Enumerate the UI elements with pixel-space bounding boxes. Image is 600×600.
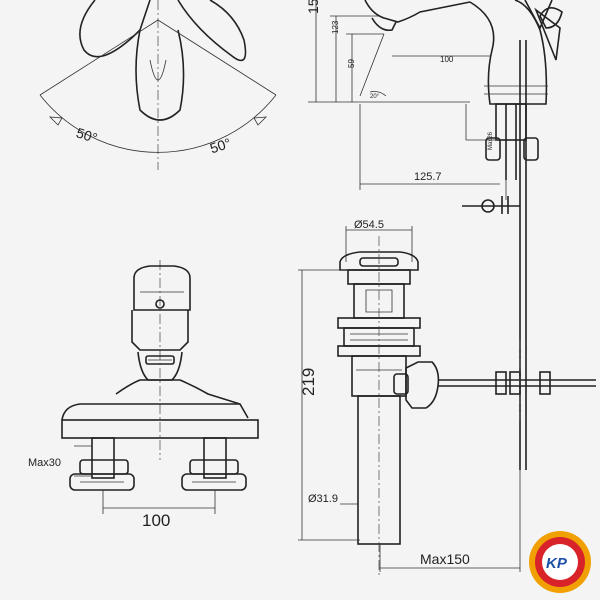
- spout-reach-label: 100: [440, 55, 454, 64]
- height-150-label: 150: [305, 0, 321, 14]
- drain-length-label: 219: [299, 368, 318, 396]
- pop-diameter-label: Ø54.5: [354, 219, 384, 231]
- reach-125-label: 125.7: [414, 171, 442, 183]
- faucet-front-view: [61, 260, 259, 514]
- max150-label: Max150: [420, 551, 470, 567]
- angle-right-label: 50°: [208, 135, 233, 157]
- height-59-label: 59: [347, 59, 356, 68]
- angle-20-label: 20°: [370, 94, 380, 100]
- max26-label: Max26: [488, 131, 494, 150]
- logo-text: KP: [546, 555, 568, 572]
- faucet-side-view: [308, 0, 563, 200]
- handle-top-view: [39, 0, 277, 170]
- popup-drain: [298, 226, 596, 578]
- kp-logo: [529, 531, 591, 593]
- max30-label: Max30: [28, 457, 61, 469]
- angle-left-label: 50°: [74, 124, 99, 146]
- base-spacing-label: 100: [142, 511, 170, 530]
- height-123-label: 123: [331, 20, 340, 34]
- pipe-diameter-label: Ø31.9: [308, 493, 338, 505]
